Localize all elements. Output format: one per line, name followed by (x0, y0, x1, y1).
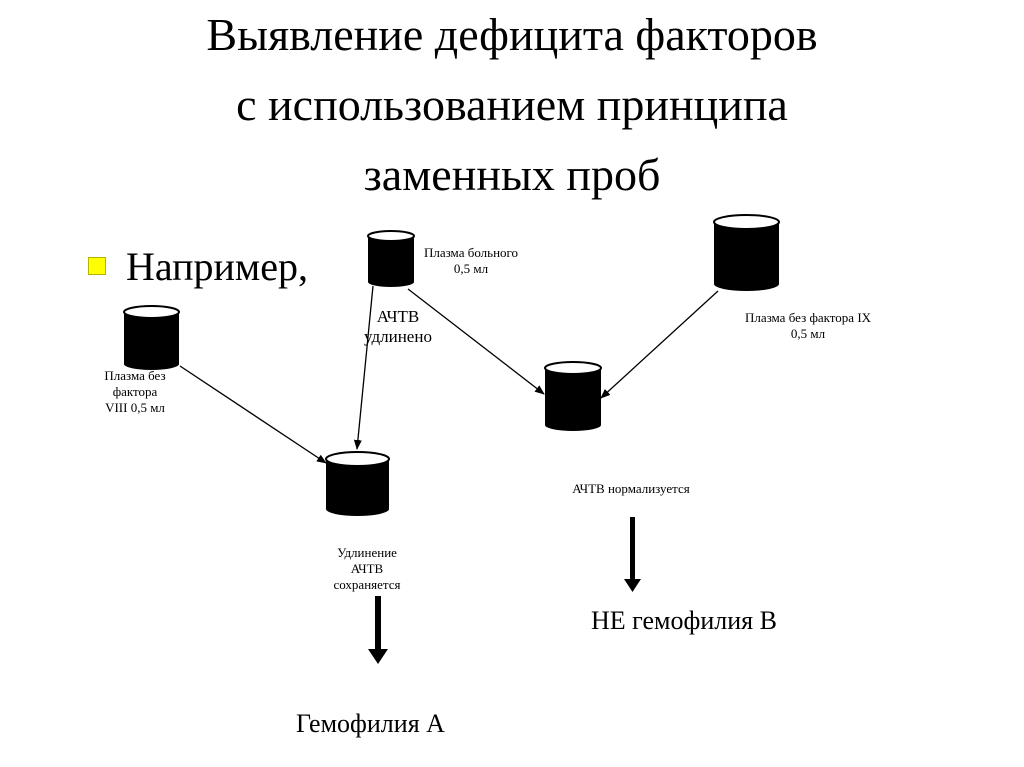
slide-title: Выявление дефицита факторов с использова… (0, 0, 1024, 210)
title-line-1: Выявление дефицита факторов (206, 9, 818, 60)
label-patient-plasma: Плазма больного 0,5 мл (416, 245, 526, 277)
label-patient-plasma-line1: Плазма больного (423, 245, 519, 260)
arrow-patient-to-mix-a (353, 285, 374, 450)
bullet-text: Например, (126, 243, 308, 289)
square-bullet-icon (88, 257, 106, 275)
label-mix-f8-result-line2: АЧТВ (350, 561, 384, 576)
test-tube-cylinder-icon (713, 214, 780, 291)
test-tube-cylinder-icon (367, 230, 415, 287)
arrow-patient-to-mix-b (407, 288, 545, 395)
label-plasma-no-f9-line2: 0,5 мл (790, 326, 826, 341)
title-line-3: заменных проб (363, 149, 661, 200)
label-plasma-no-f8-line1: Плазма без (104, 368, 166, 383)
test-tube-cylinder-icon (544, 361, 602, 431)
label-aptt-prolonged-line1: АЧТВ (376, 307, 420, 326)
label-plasma-no-f9-line1: Плазма без фактора IX (744, 310, 872, 325)
arrow-f9-to-mix (600, 290, 719, 399)
label-aptt-prolonged-line2: удлинено (364, 327, 432, 346)
arrow-f8-to-mix (179, 365, 327, 464)
label-plasma-no-f8-line3: VIII 0,5 мл (105, 400, 165, 415)
label-mix-f8-result-line3: сохраняется (333, 577, 401, 592)
label-mix-f9-result: АЧТВ нормализуется (541, 481, 721, 497)
label-mix-f9-result-line1: АЧТВ нормализуется (572, 481, 690, 496)
label-patient-plasma-line2: 0,5 мл (453, 261, 489, 276)
arrow-to-not-hemophilia-b (624, 517, 641, 592)
test-tube-cylinder-icon (325, 451, 390, 516)
label-mix-f8-result: Удлинение АЧТВ сохраняется (307, 545, 427, 593)
conclusion-not-hemophilia-b: НЕ гемофилия В (591, 606, 777, 635)
bullet-item: Например, (88, 236, 308, 296)
arrow-to-hemophilia-a (368, 596, 388, 664)
label-plasma-no-f8-line2: фактора (112, 384, 158, 399)
test-tube-cylinder-icon (123, 305, 180, 370)
label-mix-f8-result-line1: Удлинение (337, 545, 397, 560)
conclusion-hemophilia-a: Гемофилия А (296, 709, 445, 738)
label-plasma-no-f8: Плазма без фактора VIII 0,5 мл (80, 368, 190, 416)
label-aptt-prolonged: АЧТВ удлинено (348, 307, 448, 347)
label-plasma-no-f9: Плазма без фактора IX 0,5 мл (728, 310, 888, 342)
title-line-2: с использованием принципа (236, 79, 788, 130)
